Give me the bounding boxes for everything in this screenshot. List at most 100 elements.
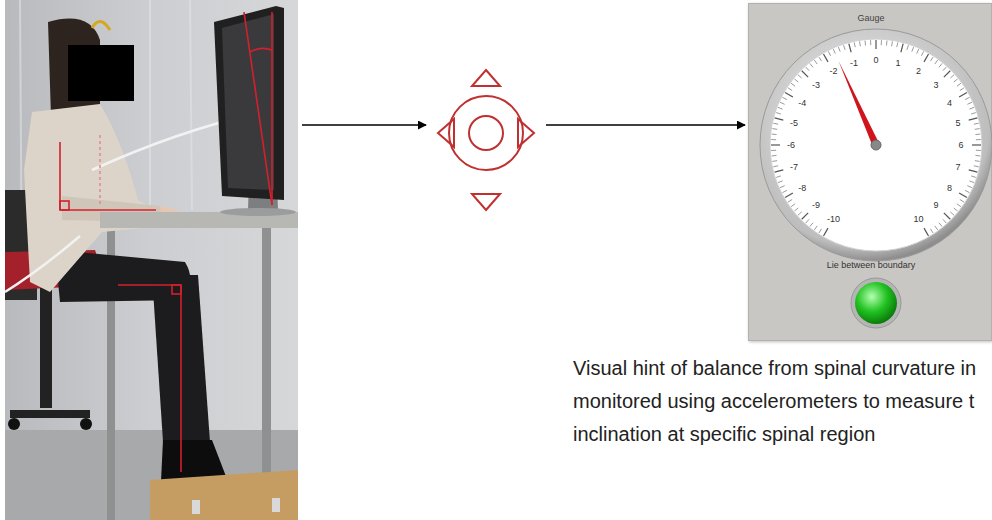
dial-tick — [776, 176, 781, 178]
dial-tick — [814, 226, 817, 230]
dial-tick — [819, 229, 822, 233]
dial-tick — [971, 176, 976, 178]
dial-tick — [859, 41, 861, 46]
dial-number: 4 — [947, 98, 952, 107]
dial-tick — [969, 107, 974, 109]
dial-tick — [976, 150, 981, 151]
dial-tick — [957, 204, 961, 207]
dial-tick — [780, 186, 785, 188]
dial-tick — [819, 57, 822, 61]
headset — [92, 21, 110, 30]
dial-tick — [771, 144, 780, 145]
sensor-cable — [5, 236, 80, 292]
dial-tick — [972, 144, 981, 145]
dial-number: -3 — [812, 80, 820, 89]
posture-lines — [60, 12, 272, 472]
dial-tick — [907, 45, 909, 50]
dial-tick — [930, 229, 933, 233]
dial-tick — [773, 123, 778, 124]
dial-number: 6 — [958, 141, 963, 150]
dial-tick — [939, 63, 942, 67]
needle-cap — [871, 140, 881, 150]
dial-tick — [944, 213, 950, 219]
dial-tick — [901, 44, 903, 53]
footrest-sensor — [192, 500, 200, 514]
photo-part — [190, 0, 192, 210]
dial-tick — [785, 93, 793, 98]
dial-tick — [771, 150, 776, 151]
face-redaction — [68, 45, 134, 101]
dial-tick — [924, 228, 929, 236]
dial-tick — [870, 40, 871, 45]
dial-number: -9 — [812, 201, 820, 210]
dial-tick — [975, 134, 980, 136]
dial-tick — [950, 212, 954, 215]
dial-tick — [776, 113, 781, 115]
dial-tick — [975, 155, 980, 157]
footrest-sensor — [272, 498, 280, 512]
dial-tick — [782, 97, 786, 99]
dial-tick — [939, 223, 942, 227]
dial-tick — [969, 170, 978, 172]
dial-tick — [814, 60, 817, 64]
photo-part — [244, 12, 272, 205]
dial-tick — [897, 42, 898, 47]
dial-tick — [785, 193, 793, 198]
photo-part — [59, 142, 61, 210]
flow-arrow — [546, 124, 745, 126]
dial-tick — [802, 213, 808, 219]
dial-tick — [960, 199, 964, 202]
chair-wheel — [80, 418, 92, 430]
dial-tick — [935, 60, 938, 64]
dial-tick — [778, 181, 783, 183]
dial-tick — [974, 166, 979, 167]
gauge-needle — [839, 61, 880, 146]
dial-tick — [960, 88, 964, 91]
dial-tick — [971, 113, 976, 115]
dial-tick — [975, 128, 980, 130]
dial-number: 1 — [895, 58, 900, 67]
dial-tick — [943, 67, 946, 71]
dial-number: -1 — [850, 58, 858, 67]
dial-tick — [943, 219, 946, 223]
workstation-photo — [5, 0, 298, 520]
dial-tick — [881, 40, 882, 45]
dial-tick — [838, 47, 840, 52]
photo-floor — [5, 430, 298, 520]
footrest — [150, 470, 298, 520]
dial-tick — [957, 83, 961, 86]
dial-bezel — [760, 29, 992, 261]
dial-tick — [950, 75, 954, 78]
dial-number: 10 — [913, 214, 923, 223]
photo-wall — [5, 0, 298, 520]
dial-number: -2 — [829, 67, 837, 76]
dial-tick — [954, 208, 958, 211]
dial-number: 0 — [873, 56, 878, 65]
dial-tick — [875, 40, 876, 49]
dial-tick — [959, 93, 967, 98]
dial-number: 7 — [956, 162, 961, 171]
status-caption: Lie between boundary — [749, 260, 992, 270]
photo-part — [271, 12, 273, 205]
dial-tick — [806, 67, 809, 71]
dial-tick — [772, 160, 777, 162]
dial-tick — [959, 193, 967, 198]
joystick-knob — [469, 116, 503, 150]
joystick-left — [438, 119, 454, 147]
joystick-down — [472, 194, 500, 210]
dial-tick — [772, 128, 777, 130]
dial-tick — [912, 47, 914, 52]
dial-tick — [965, 190, 969, 192]
dial-tick — [833, 49, 835, 54]
dial-tick — [849, 44, 851, 53]
dial-tick — [886, 41, 888, 46]
photo-part — [99, 135, 101, 205]
dial-tick — [772, 134, 777, 136]
dial-number: -5 — [790, 119, 798, 128]
dial-tick — [824, 228, 829, 236]
gauge-title: Gauge — [749, 13, 992, 23]
dial-number: 2 — [916, 67, 921, 76]
dial-tick — [854, 42, 855, 47]
joystick-ring — [449, 96, 523, 170]
